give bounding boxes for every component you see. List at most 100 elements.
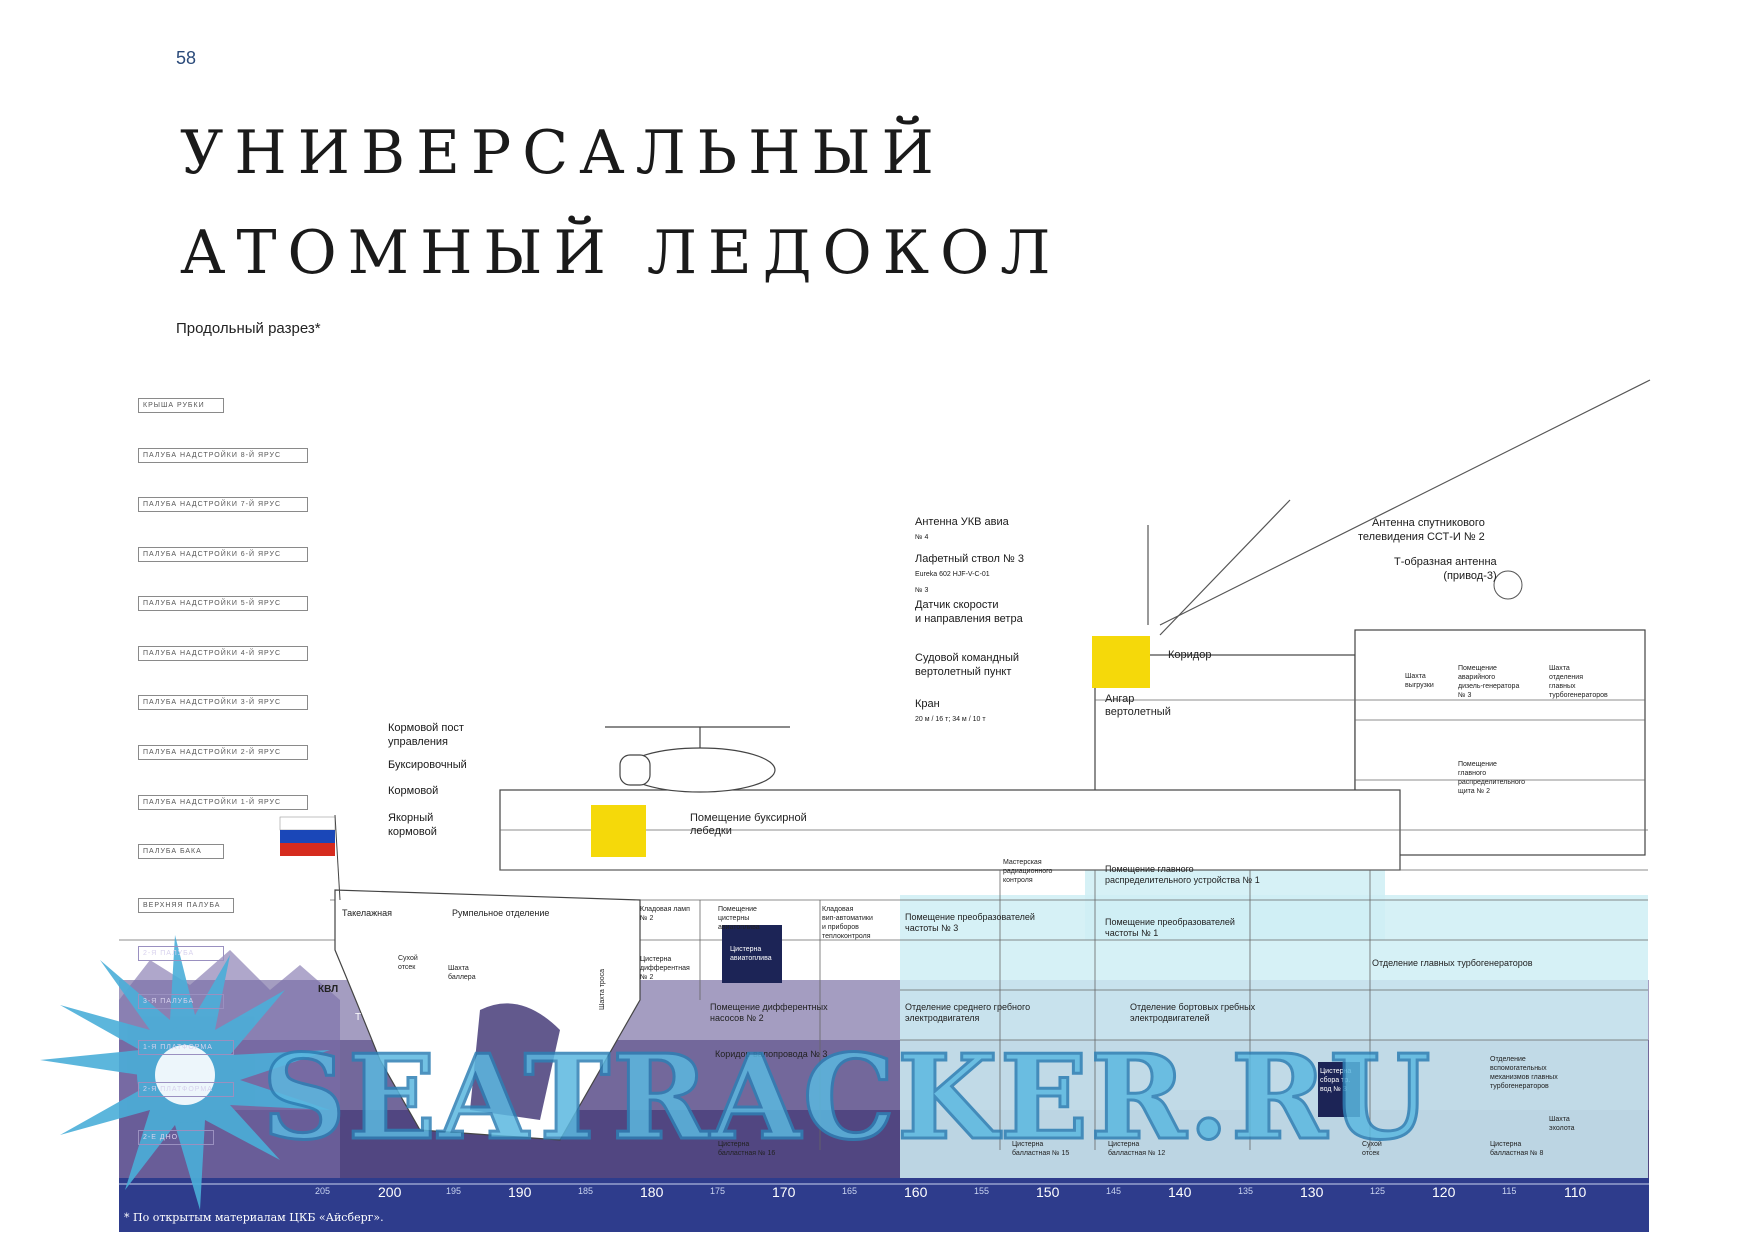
callout-t-antenna: Т-образная антенна (привод-3) — [1394, 556, 1497, 582]
propeller-area — [470, 1003, 560, 1120]
room-conv-1: Помещение преобразователей частоты № 1 — [1105, 917, 1235, 938]
room-shaft-trunk: Шахта троса — [599, 968, 606, 1010]
callout-stern-post: Кормовой пост управления — [388, 722, 464, 748]
avia-fuel-tank — [722, 925, 782, 983]
callout-stern: Кормовой — [388, 785, 439, 797]
room-mid-motor: Отделение среднего гребного электродвига… — [905, 1002, 1031, 1023]
room-lamp-store: Кладовая ламп № 2 — [640, 906, 690, 922]
deck-label: КРЫША РУБКИ — [138, 398, 224, 413]
frame-number: 150 — [1036, 1184, 1060, 1200]
room-main-switch-2: Помещение главного распределительного щи… — [1458, 761, 1526, 795]
room-aux-turbogen: Отделение вспомогательных механизмов гла… — [1490, 1056, 1558, 1090]
callout-wind-sensor: Датчик скорости и направления ветра — [915, 599, 1023, 625]
room-ballast-8: Цистерна балластная № 8 — [1490, 1141, 1544, 1157]
deck-label: 3-Я ПАЛУБА — [138, 994, 224, 1009]
room-sump-3: Цистерна сбора тр. вод № 3 — [1320, 1068, 1352, 1093]
deck-label: ПАЛУБА НАДСТРОЙКИ 1-Й ЯРУС — [138, 795, 308, 810]
room-tow-winch: Помещение буксирной лебедки — [690, 812, 807, 837]
room-conv-3: Помещение преобразователей частоты № 3 — [905, 912, 1035, 933]
room-avia-tank: Цистерна авиатоплива — [730, 946, 772, 962]
engine-zone — [900, 895, 1648, 1230]
room-baller-shaft: Шахта баллера — [448, 965, 476, 981]
frame-number: 175 — [710, 1186, 726, 1196]
callout-heli-command: Судовой командный вертолетный пункт — [915, 652, 1020, 678]
sunburst-core — [155, 1045, 215, 1105]
label-waterline: КВЛ — [318, 984, 339, 995]
room-diff-tank: Цистерна дифферентная № 2 — [640, 956, 690, 981]
frame-number: 110 — [1564, 1184, 1587, 1200]
frame-number: 195 — [446, 1186, 462, 1196]
deck-label: ПАЛУБА НАДСТРОЙКИ 3-Й ЯРУС — [138, 695, 308, 710]
room-ballast-12: Цистерна балластная № 12 — [1108, 1141, 1166, 1157]
room-dry-comp: Сухой отсек — [398, 955, 418, 971]
footnote: * По открытым материалам ЦКБ «Айсберг». — [124, 1211, 384, 1224]
deck-label: 1-Я ПЛАТФОРМА — [138, 1040, 234, 1055]
callout-anchor: Якорный кормовой — [388, 812, 437, 838]
room-main-turbogen: Отделение главных турбогенераторов — [1372, 958, 1533, 968]
deck-label: 2-Я ПАЛУБА — [138, 946, 224, 961]
room-dry-2: Сухой отсек — [1362, 1141, 1382, 1157]
frame-number: 165 — [842, 1186, 858, 1196]
deck-label: 2-Я ПЛАТФОРМА — [138, 1082, 234, 1097]
flag — [279, 814, 341, 901]
room-ballast-15: Цистерна балластная № 15 — [1012, 1141, 1070, 1157]
room-main-switch-1: Помещение главного распределительного ус… — [1105, 864, 1260, 885]
frame-number: 205 — [315, 1186, 331, 1196]
room-ballast-16: Цистерна балластная № 16 — [718, 1141, 776, 1157]
frame-number: 125 — [1370, 1186, 1386, 1196]
frame-number: 135 — [1238, 1186, 1254, 1196]
helicopter — [605, 726, 790, 793]
room-corridor: Коридор — [1168, 649, 1212, 661]
deck-label: ВЕРХНЯЯ ПАЛУБА — [138, 898, 234, 913]
room-avia-tank-room: Помещение цистерны авиатоплива — [718, 906, 760, 931]
room-rudder: Румпельное отделение — [452, 908, 550, 918]
room-unload-shaft: Шахта выгрузки — [1405, 673, 1434, 689]
room-diff-pumps: Помещение дифферентных насосов № 2 — [710, 1002, 828, 1023]
frame-number: 160 — [904, 1184, 928, 1200]
frame-number: 140 — [1168, 1184, 1192, 1200]
room-turbogen-shaft: Шахта отделения главных турбогенераторов — [1549, 665, 1608, 699]
frame-number: 200 — [378, 1184, 402, 1200]
deck-label: 2-Е ДНО — [138, 1130, 214, 1145]
deck-label: ПАЛУБА НАДСТРОЙКИ 5-Й ЯРУС — [138, 596, 308, 611]
deck-label: ПАЛУБА БАКА — [138, 844, 224, 859]
watermark: SEATRACKER.RU — [260, 1029, 1433, 1168]
room-echo-shaft: Шахта эхолота — [1549, 1116, 1575, 1132]
page-title-line-1: УНИВЕРСАЛЬНЫЙ — [180, 118, 945, 188]
frame-number: 185 — [578, 1186, 594, 1196]
room-rad-control: Мастерская радиационного контроля — [1003, 859, 1053, 884]
page-number: 58 — [176, 48, 197, 68]
room-rigging: Такелажная — [342, 908, 392, 918]
stern-control-post-highlight — [591, 805, 646, 857]
room-emergency-gen: Помещение аварийного дизель-генератора №… — [1458, 665, 1520, 699]
label-draft: Т = 8,5 м — [355, 1012, 397, 1023]
deck-label: ПАЛУБА НАДСТРОЙКИ 8-Й ЯРУС — [138, 448, 308, 463]
room-side-motors: Отделение бортовых гребных электродвигат… — [1130, 1002, 1256, 1023]
frame-number: 170 — [772, 1184, 796, 1200]
deck-label: ПАЛУБА НАДСТРОЙКИ 6-Й ЯРУС — [138, 547, 308, 562]
deck-label: ПАЛУБА НАДСТРОЙКИ 4-Й ЯРУС — [138, 646, 308, 661]
callout-sat-tv: Антенна спутникового телевидения ССТ-И №… — [1358, 517, 1485, 543]
frame-number: 180 — [640, 1184, 664, 1200]
room-corridor-3: Коридор валопровода № 3 — [715, 1049, 828, 1059]
heli-command-post-highlight — [1092, 636, 1150, 688]
frame-ruler — [119, 1178, 1649, 1232]
deck-label: ПАЛУБА НАДСТРОЙКИ 2-Й ЯРУС — [138, 745, 308, 760]
frame-number: 145 — [1106, 1186, 1122, 1196]
page-title-line-2: АТОМНЫЙ ЛЕДОКОЛ — [180, 218, 1062, 288]
callout-towing: Буксировочный — [388, 759, 467, 771]
frame-number: 120 — [1432, 1184, 1456, 1200]
satellite-dome — [1493, 570, 1523, 600]
fore-superstructure — [1354, 629, 1646, 856]
deck-label: ПАЛУБА НАДСТРОЙКИ 7-Й ЯРУС — [138, 497, 308, 512]
frame-number: 155 — [974, 1186, 990, 1196]
page-subtitle: Продольный разрез* — [176, 320, 321, 337]
frame-number: 190 — [508, 1184, 532, 1200]
mast — [1147, 379, 1651, 636]
frame-number: 115 — [1502, 1186, 1517, 1196]
sump-tank — [1318, 1062, 1360, 1117]
